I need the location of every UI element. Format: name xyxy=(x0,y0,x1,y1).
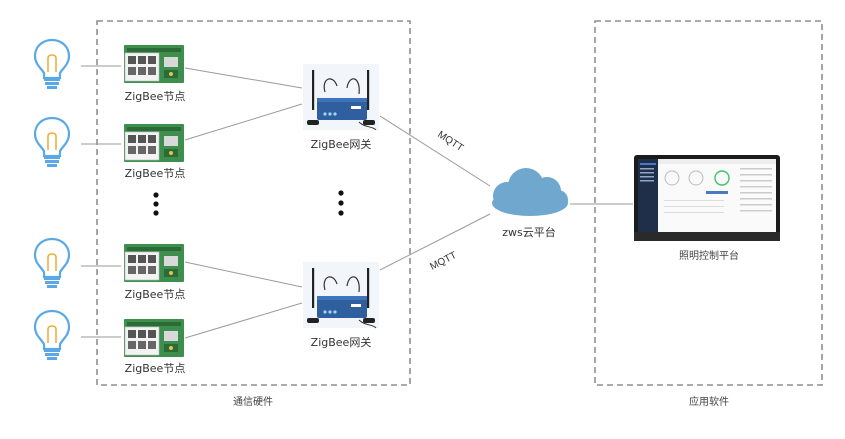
connection-lines xyxy=(81,65,633,339)
software-group-label: 应用软件 xyxy=(689,395,729,408)
hardware-group-label: 通信硬件 xyxy=(233,396,273,408)
hardware-group-box xyxy=(96,20,411,386)
zigbee-node-board xyxy=(123,44,185,84)
cloud-icon xyxy=(492,168,568,216)
zigbee-node-label: ZigBee节点 xyxy=(125,288,186,301)
software-group-box xyxy=(594,20,823,386)
light-bulb-icon xyxy=(33,237,71,290)
zigbee-gateway-device xyxy=(302,63,380,131)
zigbee-node-board xyxy=(123,318,185,358)
zigbee-node-label: ZigBee节点 xyxy=(125,90,186,103)
zigbee-node-label: ZigBee节点 xyxy=(125,167,186,180)
mqtt-link-label: MQTT xyxy=(435,129,465,154)
mqtt-link-label: MQTT xyxy=(428,250,458,273)
zigbee-gateway-device xyxy=(302,261,380,329)
zigbee-node-label: ZigBee节点 xyxy=(125,362,186,375)
more-gateways-ellipsis xyxy=(338,190,344,216)
light-bulb-icon xyxy=(33,116,71,169)
monitor-icon xyxy=(634,155,780,241)
zigbee-gateway-label: ZigBee网关 xyxy=(311,137,372,151)
zigbee-node-board xyxy=(123,243,185,283)
cloud-platform-label: zws云平台 xyxy=(502,225,556,239)
platform-label: 照明控制平台 xyxy=(679,249,739,262)
light-bulb-icon xyxy=(33,309,71,362)
more-nodes-ellipsis xyxy=(153,192,159,216)
zigbee-gateway-label: ZigBee网关 xyxy=(311,335,372,349)
zigbee-node-board xyxy=(123,123,185,163)
light-bulb-icon xyxy=(33,38,71,91)
